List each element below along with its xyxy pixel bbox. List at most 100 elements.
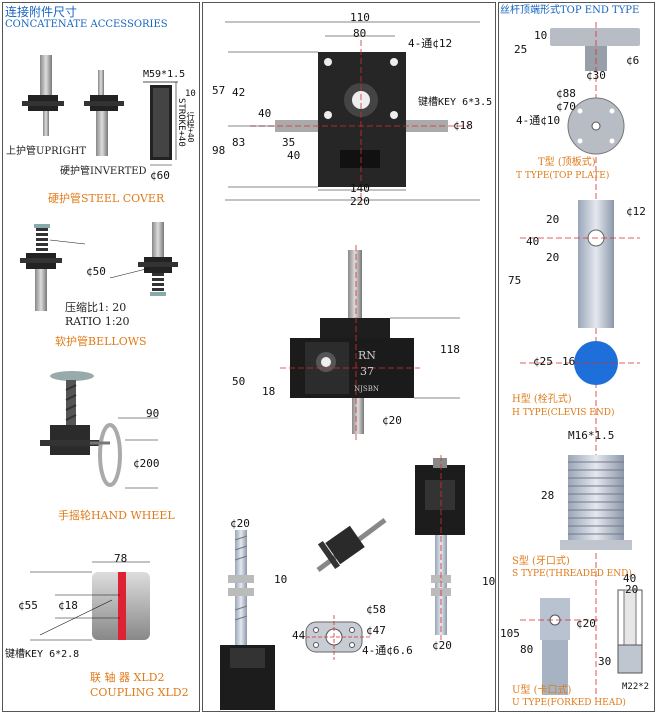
hand-wheel-label: 手摇轮HAND WHEEL	[58, 509, 175, 522]
cover-ten-dim: 10	[185, 89, 196, 99]
u-h105: 105	[500, 627, 520, 640]
mid-h50: 50	[232, 375, 246, 388]
t-type-en: T TYPE(TOP PLATE)	[516, 171, 610, 181]
top-d42: 42	[232, 86, 246, 99]
hand-wheel-image	[40, 371, 158, 489]
t-holes: 4-通¢10	[516, 114, 561, 127]
cover-stroke-dim: STROKE+40	[176, 98, 186, 147]
h-75: 75	[508, 274, 522, 287]
h-d16: 16	[562, 355, 576, 368]
coupling-d1-dim: ¢55	[18, 599, 38, 612]
h-d12: ¢12	[626, 205, 646, 218]
s-h28: 28	[541, 489, 555, 502]
s-type-en: S TYPE(THREADED END)	[512, 569, 632, 579]
t-type-cn: T型 (顶板式)	[538, 157, 596, 168]
top-d80: 80	[353, 27, 367, 40]
br-ten: 10	[482, 575, 496, 588]
h-d25: ¢25	[533, 355, 553, 368]
t-ten: 10	[534, 29, 548, 42]
upright-label: 上护管UPRIGHT	[6, 146, 87, 157]
coupling-key-dim: 键槽KEY 6*2.8	[5, 649, 80, 660]
top-d40b: 40	[287, 149, 301, 162]
t-d25: 25	[514, 43, 528, 56]
flange-d47: ¢47	[366, 624, 386, 637]
ball-nut-image	[316, 517, 387, 573]
inverted-jack-image	[84, 70, 124, 156]
u-h80: 80	[520, 643, 534, 656]
jack-top-view	[225, 21, 480, 205]
h-20b: 20	[546, 251, 560, 264]
t-d70: ¢70	[556, 100, 576, 113]
u-w20: 20	[625, 583, 639, 596]
left-title-cn: 连接附件尺寸	[5, 5, 78, 19]
top-d140: 140	[350, 182, 370, 195]
jack-side-view	[280, 245, 460, 440]
h-type-drawing	[520, 200, 640, 385]
u-type-drawing	[520, 589, 643, 695]
top-d220: 220	[350, 195, 370, 208]
u-w40: 40	[623, 572, 637, 585]
mid-rn: RN	[358, 349, 376, 362]
s-thread: M16*1.5	[568, 429, 615, 442]
flange-holes: 4-通¢6.6	[362, 644, 413, 657]
u-h30: 30	[598, 655, 612, 668]
flange-drawing	[300, 615, 370, 660]
u-d20: ¢20	[576, 617, 596, 630]
wheel-width-dim: 90	[146, 407, 160, 420]
mid-37: 37	[360, 365, 374, 378]
wheel-dia-dim: ¢200	[133, 457, 160, 470]
mid-h18: 18	[262, 385, 276, 398]
top-holes: 4-通¢12	[408, 37, 453, 50]
mid-h118: 118	[440, 343, 460, 356]
top-d110: 110	[350, 11, 370, 24]
h-type-en: H TYPE(CLEVIS END)	[512, 408, 615, 418]
top-d18: ¢18	[453, 119, 473, 132]
jack-bottom-left	[220, 530, 275, 710]
u-type-cn: U型 (卡口式)	[512, 685, 572, 696]
flange-d58: ¢58	[366, 603, 386, 616]
left-title-en: CONCATENATE ACCESSORIES	[5, 19, 168, 30]
cover-thread-dim: M59*1.5	[143, 69, 186, 80]
t-d88: ¢88	[556, 87, 576, 100]
cover-dia-dim: ¢60	[150, 169, 170, 182]
br-d20: ¢20	[432, 639, 452, 652]
h-40: 40	[526, 235, 540, 248]
bellows-label: 软护管BELLOWS	[55, 335, 147, 348]
ratio-cn: 压缩比1: 20	[65, 301, 127, 314]
coupling-cn-label: 联 轴 器 XLD2	[90, 671, 165, 684]
right-title: 丝杆顶端形式TOP END TYPE	[500, 5, 640, 16]
coupling-d2-dim: ¢18	[58, 599, 78, 612]
t-d6: ¢6	[626, 54, 640, 67]
top-d98: 98	[212, 144, 226, 157]
mid-brand: NJSBN	[354, 385, 379, 393]
ratio-en: RATIO 1:20	[65, 315, 130, 328]
top-d35: 35	[282, 136, 296, 149]
bl-ten: 10	[274, 573, 288, 586]
coupling-image	[30, 561, 150, 641]
upright-jack-image	[22, 55, 64, 136]
flange-h44: 44	[292, 629, 306, 642]
steel-cover-label: 硬护管STEEL COVER	[48, 192, 165, 205]
inverted-label: 硬护管INVERTED	[60, 166, 147, 177]
bellows-dia-dim: ¢50	[86, 265, 106, 278]
u-m22: M22*2	[622, 682, 650, 692]
top-d83: 83	[232, 136, 246, 149]
t-d30: ¢30	[586, 69, 606, 82]
jack-bottom-right	[415, 455, 465, 640]
coupling-en-label: COUPLING XLD2	[90, 686, 189, 699]
mid-d20: ¢20	[382, 414, 402, 427]
steel-cover-drawing	[143, 81, 178, 166]
top-key: 键槽KEY 6*3.5	[418, 97, 493, 108]
top-d57: 57	[212, 84, 226, 97]
s-type-cn: S型 (牙口式)	[512, 556, 570, 567]
h-20a: 20	[546, 213, 560, 226]
cover-stroke-cn-dim: 行程+40	[186, 112, 195, 143]
bellows-jack-image	[20, 222, 178, 311]
u-type-en: U TYPE(FORKED HEAD)	[512, 698, 626, 708]
bl-d20: ¢20	[230, 517, 250, 530]
top-d40: 40	[258, 107, 272, 120]
s-type-drawing	[560, 455, 632, 550]
coupling-len-dim: 78	[114, 552, 128, 565]
h-type-cn: H型 (栓孔式)	[512, 394, 572, 405]
